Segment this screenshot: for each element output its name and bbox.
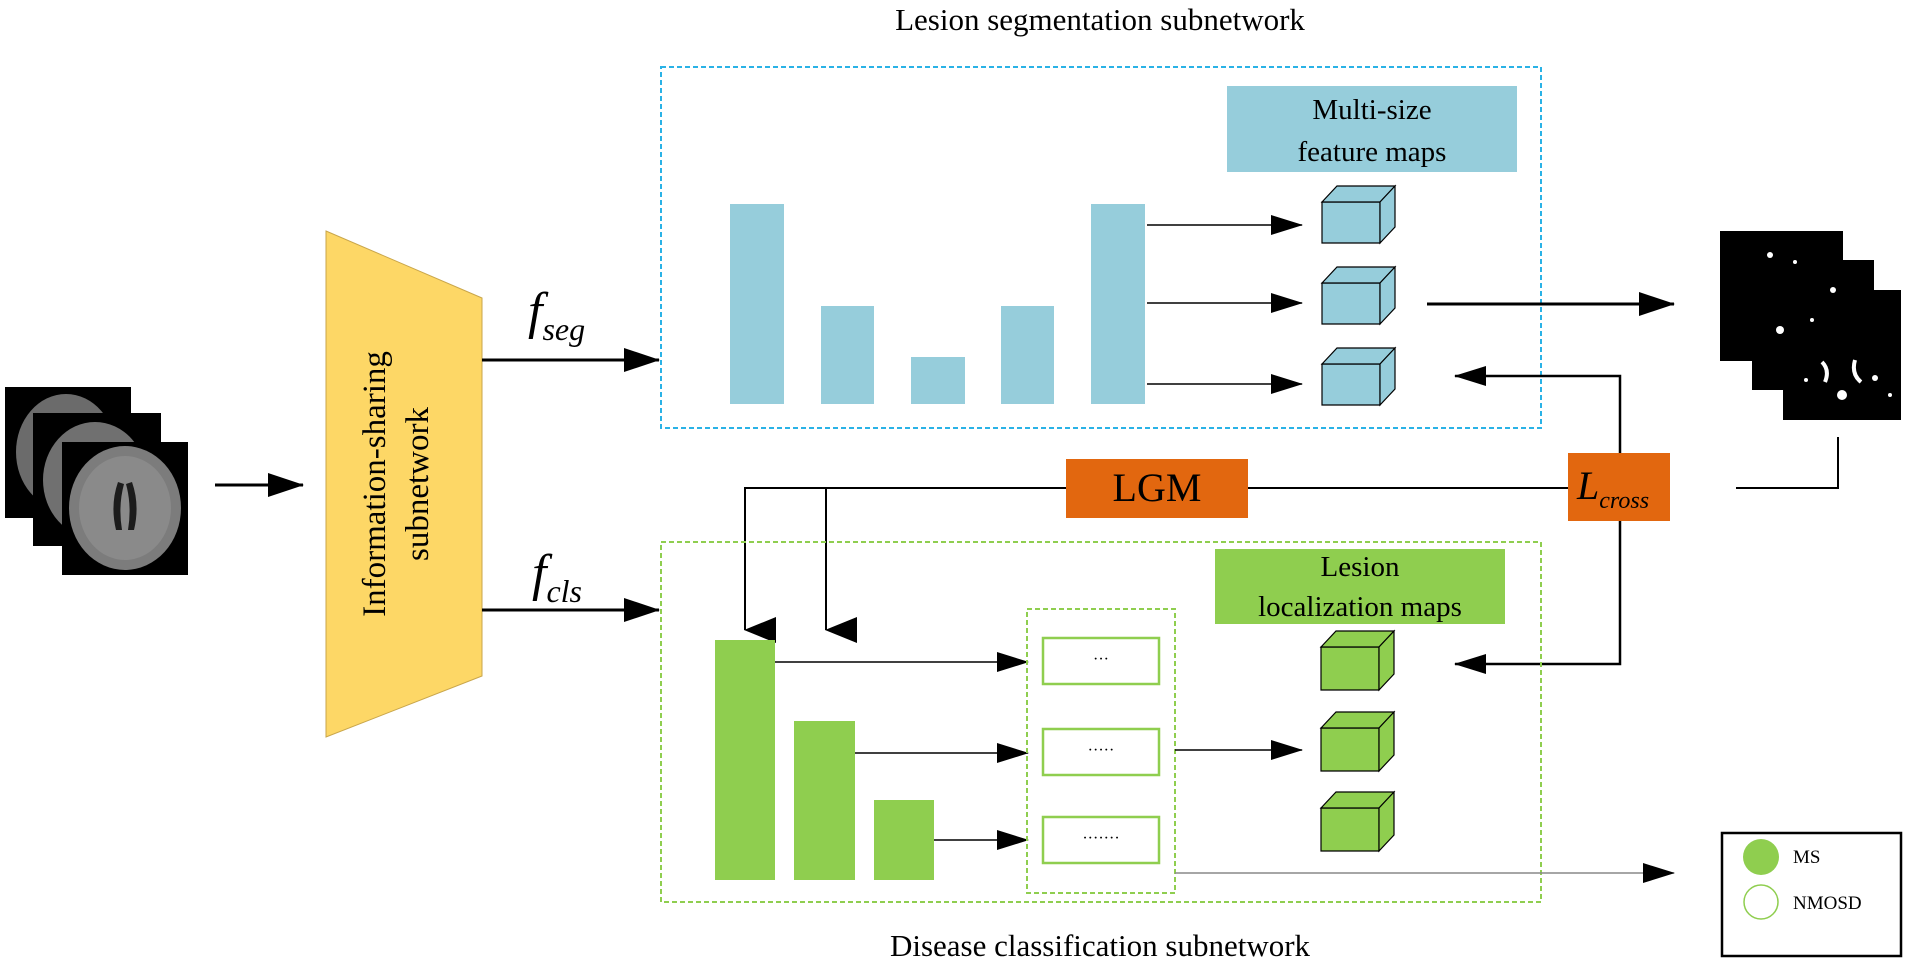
cls-bar bbox=[715, 640, 775, 880]
localization-box bbox=[1041, 727, 1161, 777]
segmentation-mask-stack bbox=[1720, 231, 1901, 420]
encoder-trapezoid bbox=[325, 230, 483, 738]
cls-encoder-bars bbox=[715, 640, 934, 880]
seg-bar bbox=[821, 306, 874, 404]
lcross-label: Lcross bbox=[1576, 463, 1649, 514]
localization-maps-label-line1: Lesion bbox=[1321, 551, 1400, 583]
classification-region bbox=[660, 541, 1542, 903]
mask-to-lcross-line bbox=[1736, 437, 1839, 489]
seg-bar bbox=[911, 357, 965, 404]
legend-ms-label: MS bbox=[1793, 847, 1820, 868]
encoder-label-line1: Information-sharing bbox=[357, 351, 393, 617]
seg-bar bbox=[730, 204, 784, 404]
seg-feature-cube bbox=[1320, 265, 1397, 326]
cls-bar-arrows bbox=[775, 652, 1029, 850]
multi-size-maps-label-line2: feature maps bbox=[1298, 136, 1447, 168]
seg-feature-cube bbox=[1320, 346, 1397, 407]
fseg-label: fseg bbox=[528, 283, 585, 347]
multi-size-maps-label-box bbox=[1227, 86, 1517, 172]
localization-group bbox=[1026, 608, 1176, 894]
localization-box bbox=[1041, 815, 1161, 865]
localization-dots: ····· bbox=[1088, 742, 1115, 759]
lgm-to-cls-arrow-1 bbox=[744, 487, 1066, 643]
localization-maps-label-box bbox=[1215, 549, 1505, 624]
input-mri-stack bbox=[5, 387, 188, 575]
fcls-label: fcls bbox=[532, 545, 582, 609]
localization-map-cube bbox=[1319, 629, 1396, 692]
seg-bar bbox=[1091, 204, 1145, 404]
ms-swatch bbox=[1743, 839, 1779, 875]
legend-nmosd-label: NMOSD bbox=[1793, 893, 1862, 914]
encoder-label-line2: subnetwork bbox=[400, 407, 436, 561]
nmosd-swatch bbox=[1743, 884, 1779, 920]
localization-dots: ······· bbox=[1082, 830, 1119, 847]
seg-bar bbox=[1001, 306, 1054, 404]
classification-title: Disease classification subnetwork bbox=[890, 928, 1311, 963]
localization-map-cube bbox=[1319, 710, 1396, 773]
legend: MS NMOSD bbox=[1720, 831, 1903, 958]
lgm-label: LGM bbox=[1113, 465, 1202, 510]
cls-bar bbox=[874, 800, 934, 880]
seg-encoder-bars bbox=[730, 204, 1145, 404]
seg-map-arrows bbox=[1147, 215, 1303, 394]
lgm-module bbox=[1066, 459, 1248, 518]
segmentation-title: Lesion segmentation subnetwork bbox=[895, 2, 1305, 37]
localization-box bbox=[1041, 636, 1161, 686]
lcross-to-seg-arrow bbox=[1454, 366, 1622, 453]
seg-feature-cube bbox=[1320, 184, 1397, 245]
segmentation-region bbox=[660, 66, 1542, 429]
lcross-module bbox=[1568, 453, 1670, 521]
multi-size-maps-label-line1: Multi-size bbox=[1312, 94, 1431, 126]
lcross-to-cls-arrow bbox=[1454, 521, 1622, 674]
localization-maps-label-line2: localization maps bbox=[1258, 591, 1462, 623]
localization-dots: ··· bbox=[1093, 651, 1109, 668]
localization-map-cube bbox=[1319, 790, 1396, 853]
cls-bar bbox=[794, 721, 855, 880]
